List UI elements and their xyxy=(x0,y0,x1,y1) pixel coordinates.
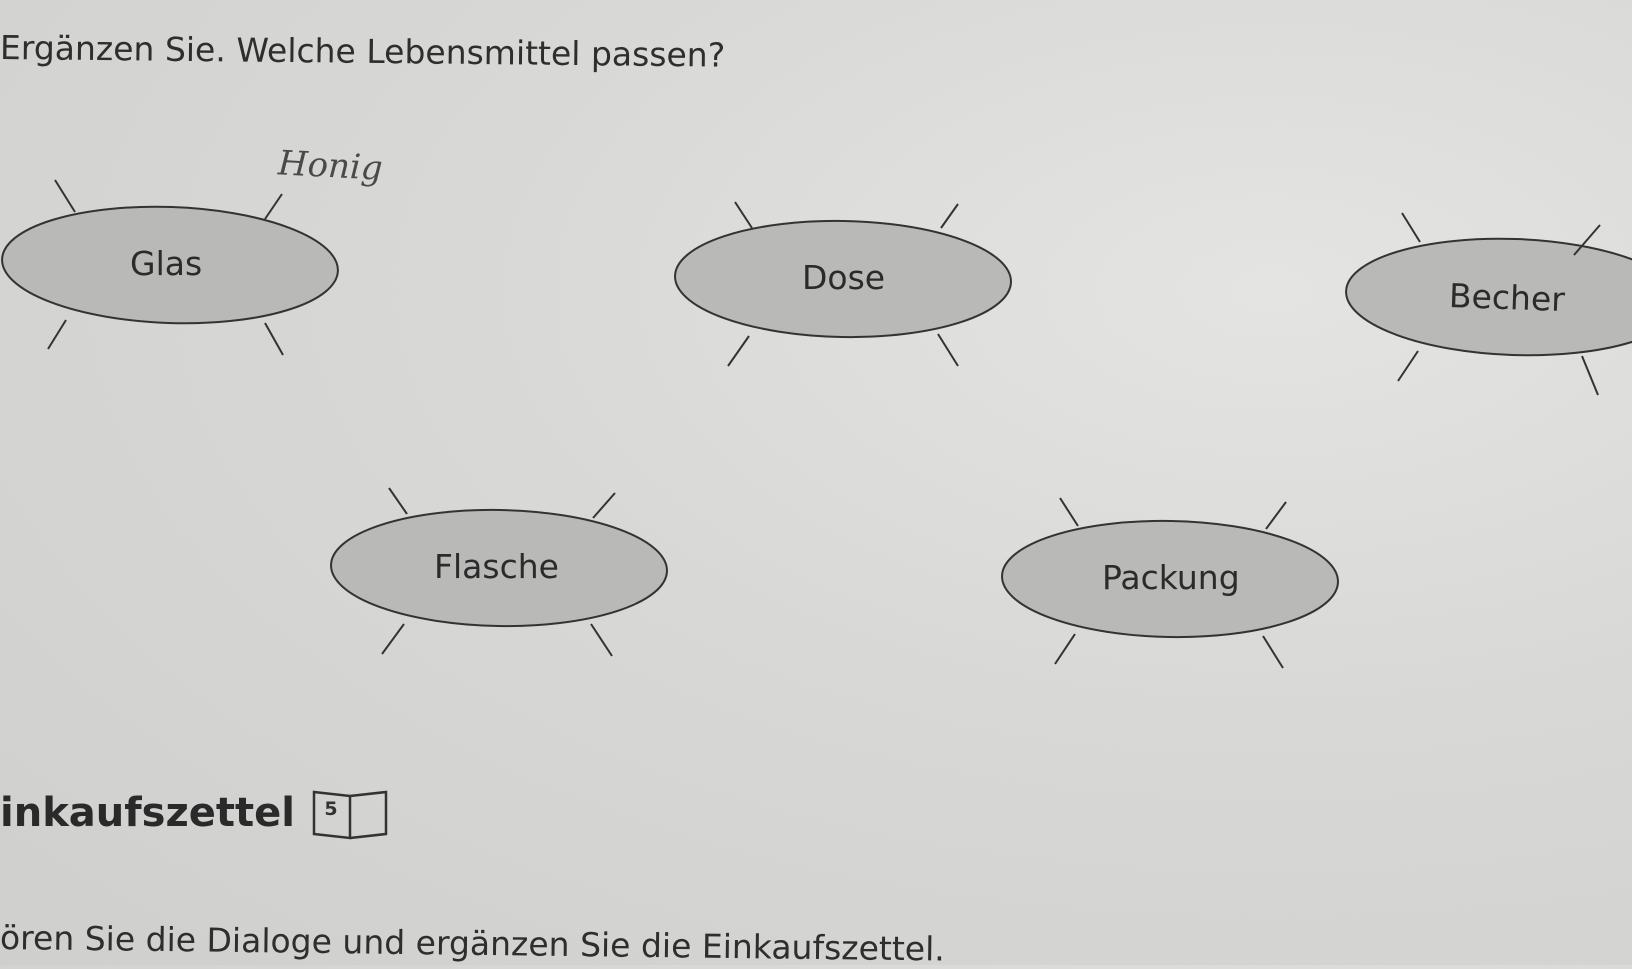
word-web-glas xyxy=(1,179,339,356)
blank-line xyxy=(1265,501,1287,530)
blank-line xyxy=(940,203,959,229)
word-web-dose-ellipse xyxy=(674,219,1012,339)
handwritten-answer: Honig xyxy=(277,143,384,189)
blank-line xyxy=(1401,212,1421,243)
container-label-packung: Packung xyxy=(1102,558,1240,597)
container-label-dose: Dose xyxy=(802,258,886,297)
blank-line xyxy=(592,492,616,519)
word-web-flasche xyxy=(330,487,668,657)
blank-line xyxy=(47,319,67,350)
blank-line xyxy=(727,335,750,367)
blank-line xyxy=(590,623,613,657)
blank-line xyxy=(54,179,76,213)
blank-line xyxy=(1054,633,1076,665)
track-number: 5 xyxy=(324,798,338,820)
container-label-glas: Glas xyxy=(130,244,203,283)
word-web-becher-ellipse xyxy=(1345,237,1632,357)
word-web-becher xyxy=(1345,212,1632,396)
blank-line xyxy=(1059,497,1079,527)
word-web-glas-ellipse xyxy=(1,205,339,325)
word-web-flasche-ellipse xyxy=(330,508,668,628)
blank-line xyxy=(734,201,753,229)
blank-line xyxy=(381,623,405,655)
word-web-packung xyxy=(1001,497,1339,669)
word-web-dose xyxy=(674,201,1012,367)
blank-line xyxy=(264,193,283,220)
container-label-flasche: Flasche xyxy=(434,547,559,586)
blank-line xyxy=(937,333,959,367)
blank-line xyxy=(1581,355,1599,396)
audio-track-icon xyxy=(312,790,388,840)
blank-line xyxy=(1262,635,1284,669)
blank-line xyxy=(388,487,408,515)
blank-line xyxy=(264,322,284,356)
section-title: inkaufszettel xyxy=(0,790,295,836)
blank-line xyxy=(1573,224,1601,256)
word-web-packung-ellipse xyxy=(1001,519,1339,639)
container-label-becher: Becher xyxy=(1448,275,1566,320)
blank-line xyxy=(1397,350,1419,382)
